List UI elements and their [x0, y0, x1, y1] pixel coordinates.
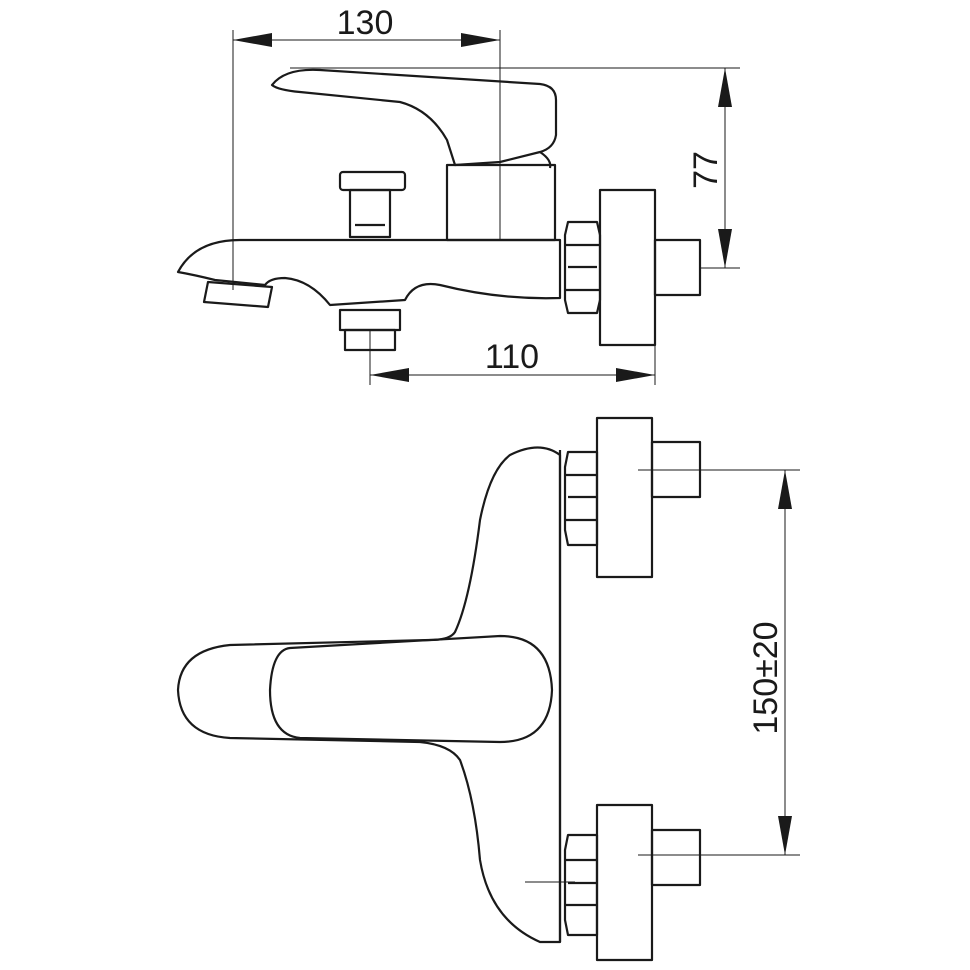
dimension-110: 110	[369, 330, 656, 385]
dimension-label-77: 77	[687, 151, 725, 189]
lower-connector	[525, 803, 702, 962]
lever-top	[268, 634, 554, 744]
wall-flange	[598, 188, 657, 347]
dimension-150: 150±20	[638, 469, 800, 856]
dimension-130: 130	[232, 4, 501, 290]
spout-body	[176, 238, 562, 307]
front-view: 150±20	[176, 416, 800, 962]
dimension-label-150: 150±20	[747, 621, 785, 734]
inlet-pipe	[653, 238, 702, 297]
cartridge-body	[445, 163, 557, 242]
hex-nut	[563, 220, 602, 315]
dimension-77: 77	[290, 67, 740, 269]
spout-outlet	[202, 280, 274, 309]
side-view: 130 77	[176, 4, 740, 385]
upper-connector	[563, 416, 702, 579]
dimension-label-110: 110	[485, 338, 539, 376]
body-outline	[176, 446, 562, 944]
shower-outlet	[338, 308, 402, 332]
diverter-stem	[348, 188, 392, 239]
dimension-label-130: 130	[337, 4, 394, 42]
lever-handle	[270, 68, 558, 167]
diverter-knob	[338, 170, 407, 192]
